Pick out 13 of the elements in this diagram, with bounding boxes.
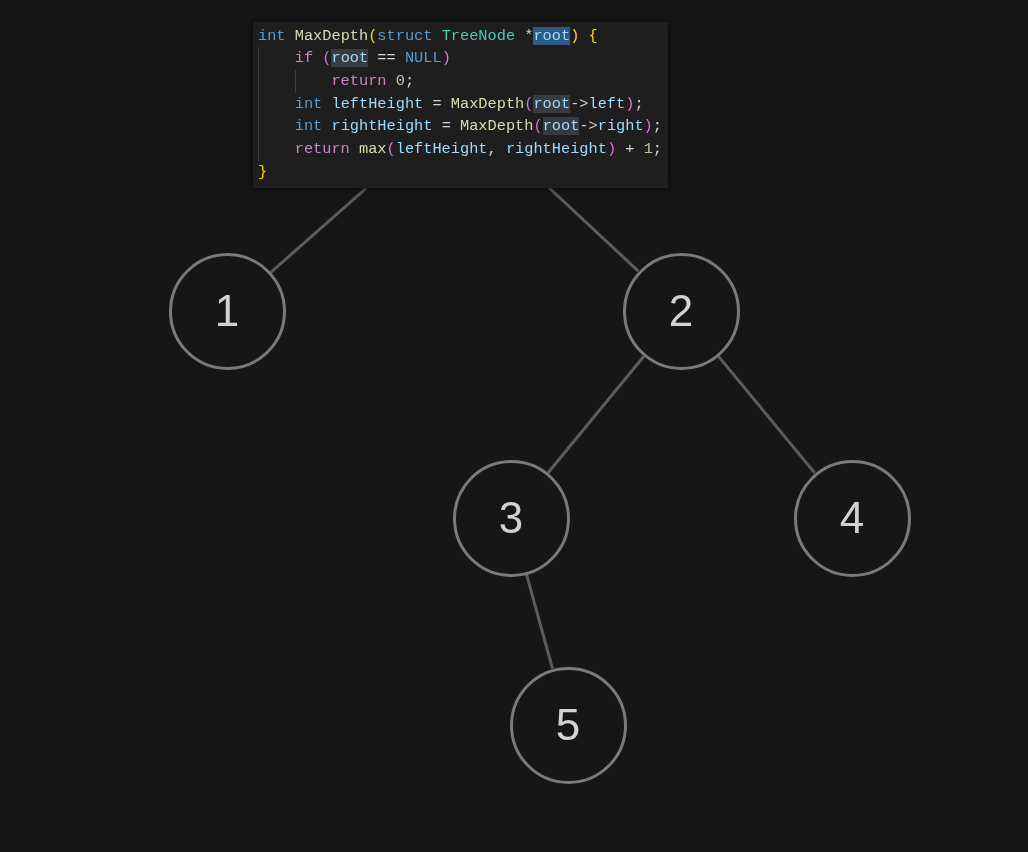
node-number: 5: [555, 703, 581, 747]
code-panel: [253, 22, 668, 188]
tree-edge: [525, 574, 554, 669]
tree-edge: [269, 186, 368, 274]
code-line: }: [258, 161, 268, 183]
tree-edge: [546, 355, 646, 474]
code-line: int MaxDepth(struct TreeNode *root) {: [258, 25, 598, 47]
tree-edge: [717, 355, 816, 474]
node-number: 2: [668, 289, 694, 333]
node-number: 1: [214, 289, 240, 333]
node-number: 4: [839, 496, 865, 540]
tree-edge: [548, 186, 640, 273]
node-number: 3: [498, 496, 524, 540]
